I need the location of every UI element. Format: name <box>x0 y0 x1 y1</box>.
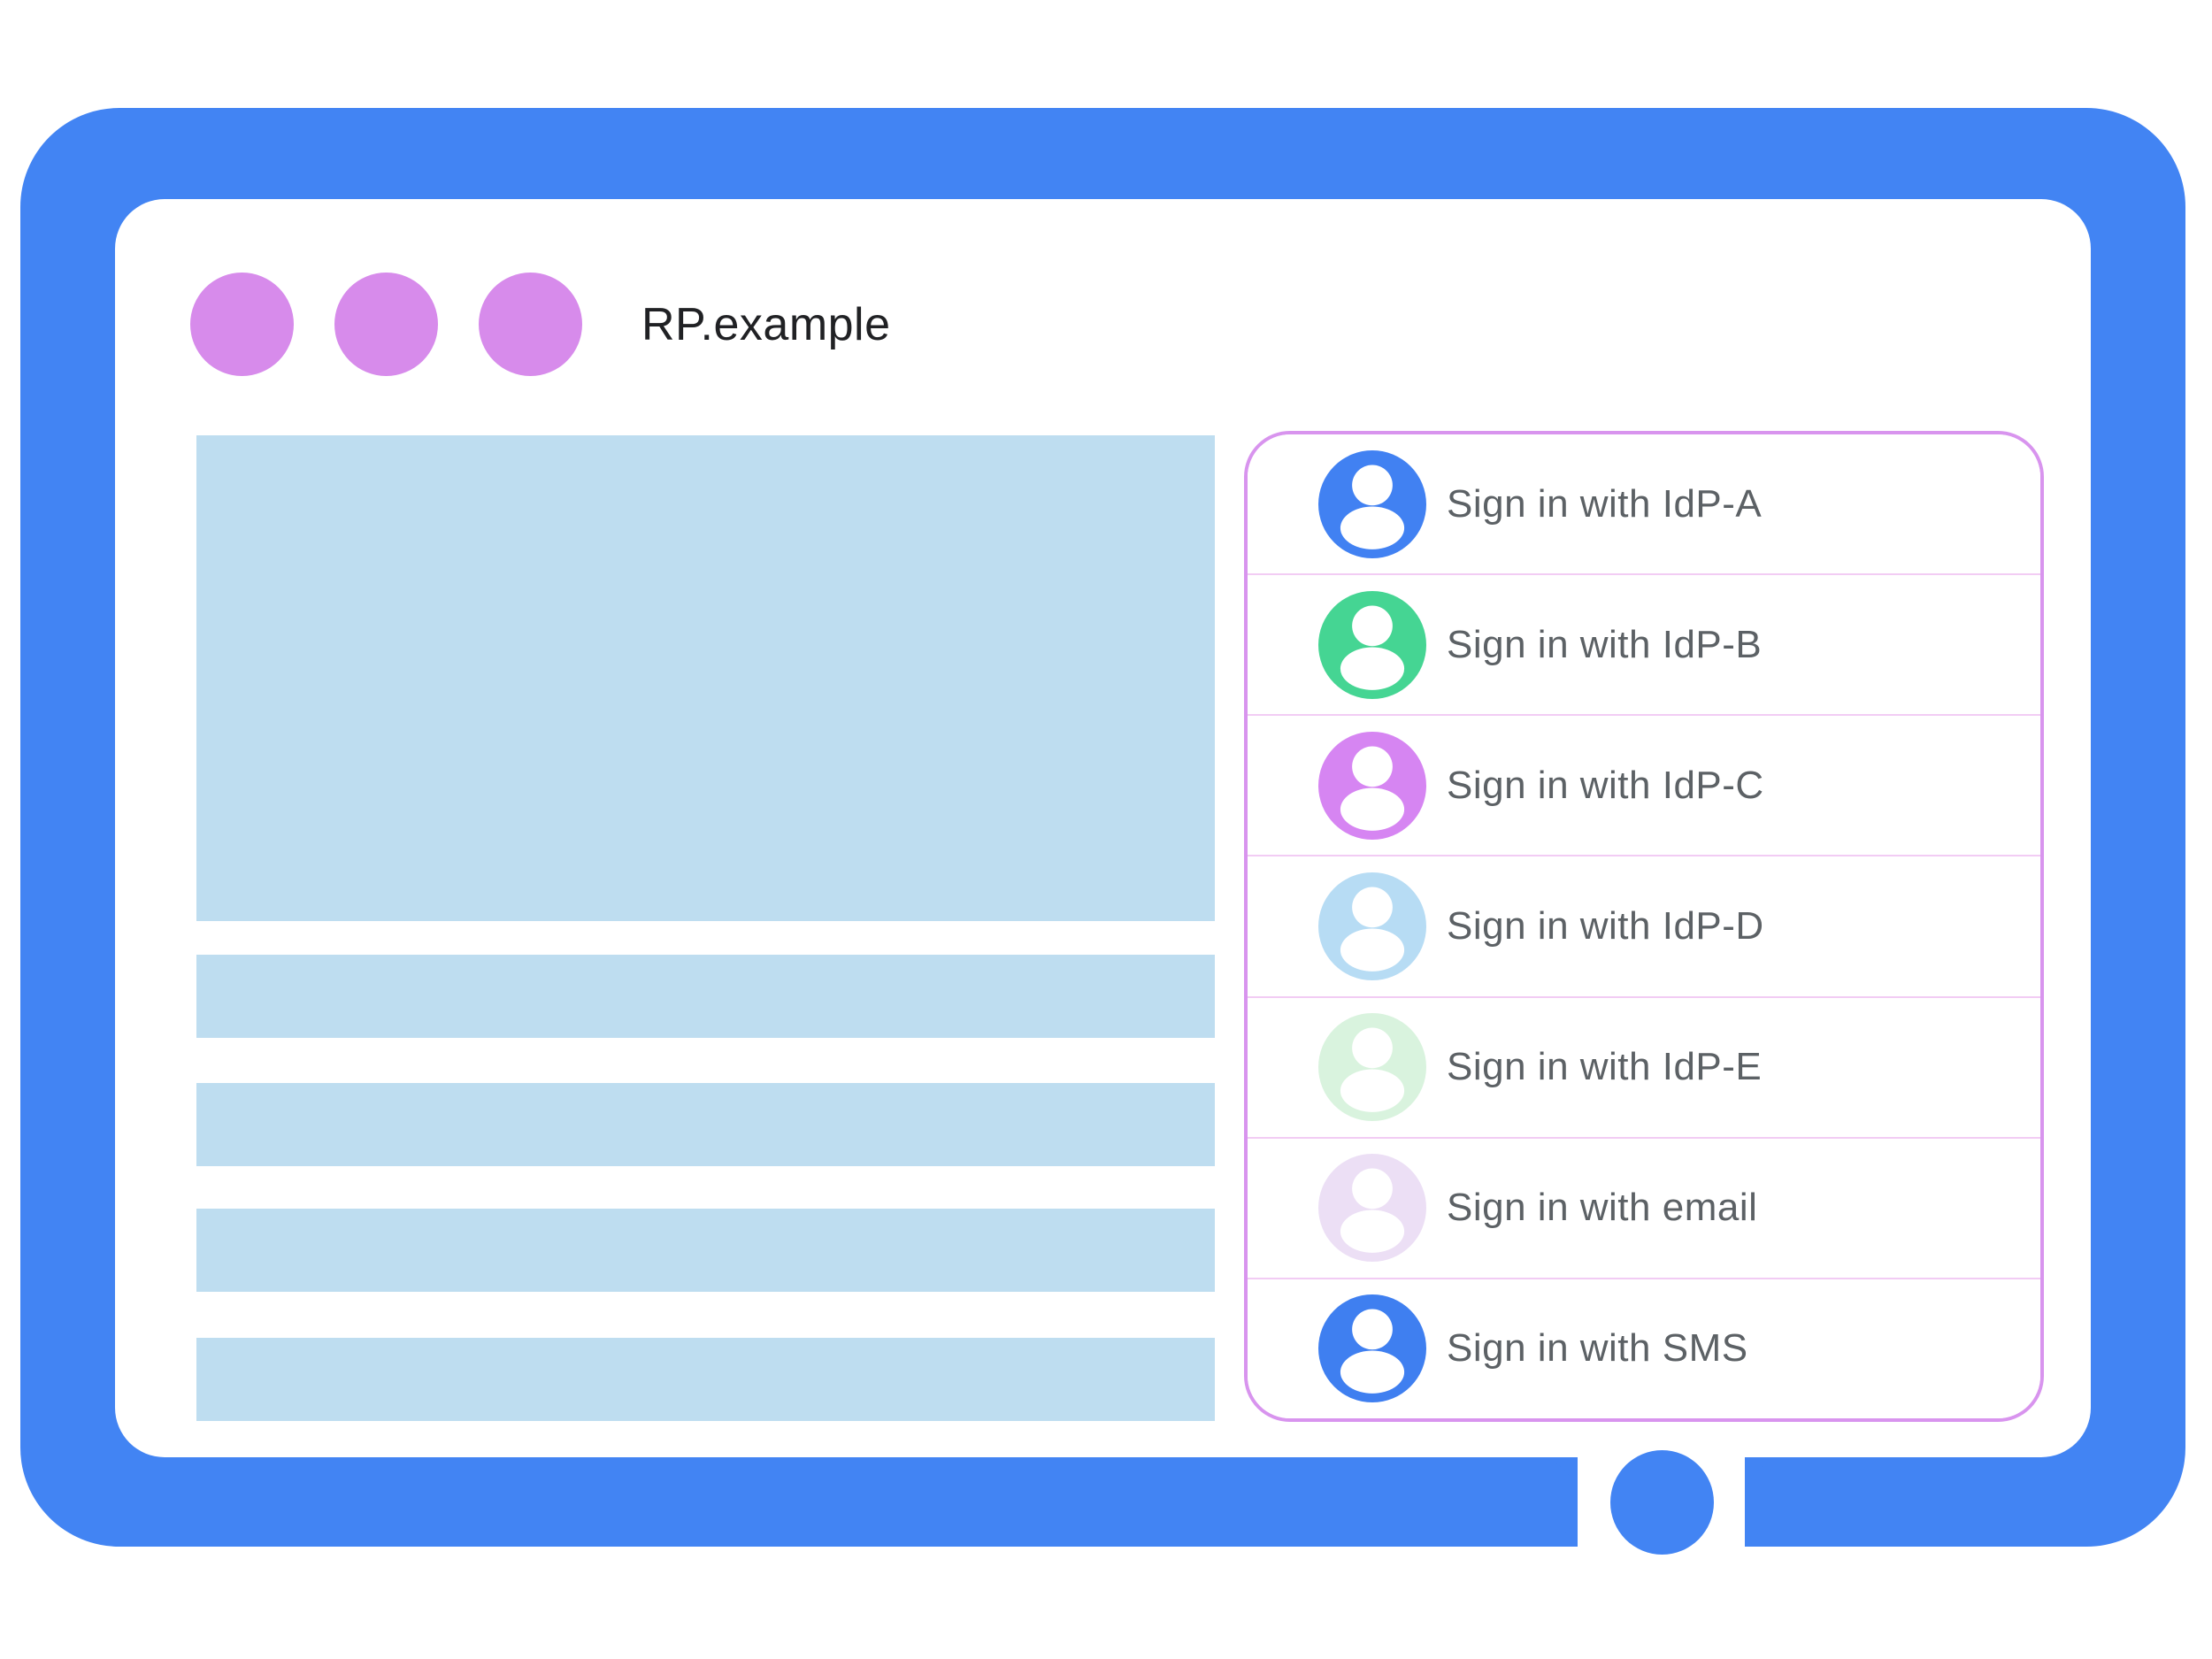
signin-option-row[interactable]: Sign in with IdP-A <box>1248 434 2040 574</box>
signin-option-row[interactable]: Sign in with SMS <box>1248 1277 2040 1418</box>
window-control-dot-icon <box>190 273 294 376</box>
person-icon <box>1318 449 1426 558</box>
signin-option-label: Sign in with IdP-E <box>1447 1045 1763 1089</box>
signin-option-row[interactable]: Sign in with IdP-E <box>1248 995 2040 1137</box>
signin-option-row[interactable]: Sign in with IdP-B <box>1248 573 2040 715</box>
person-icon <box>1318 1154 1426 1263</box>
signin-option-label: Sign in with IdP-D <box>1447 903 1764 948</box>
content-placeholder-line <box>196 1209 1215 1292</box>
content-placeholder-line <box>196 955 1215 1038</box>
content-placeholder-hero <box>196 435 1215 921</box>
signin-option-label: Sign in with IdP-A <box>1447 481 1763 526</box>
signin-option-label: Sign in with IdP-C <box>1447 763 1764 807</box>
signin-option-label: Sign in with email <box>1447 1186 1758 1230</box>
page-title: RP.example <box>641 298 891 350</box>
content-placeholder-line <box>196 1338 1215 1421</box>
signin-option-row[interactable]: Sign in with email <box>1248 1136 2040 1278</box>
person-icon <box>1318 590 1426 699</box>
person-icon <box>1318 1013 1426 1122</box>
person-icon <box>1318 1294 1426 1403</box>
signin-option-label: Sign in with SMS <box>1447 1326 1748 1371</box>
person-icon <box>1318 872 1426 980</box>
window-control-dot-icon <box>334 273 438 376</box>
signin-option-row[interactable]: Sign in with IdP-C <box>1248 714 2040 856</box>
window-control-dot-icon <box>479 273 582 376</box>
bottom-bar-left-cap <box>1460 1457 1578 1547</box>
person-icon <box>1318 731 1426 840</box>
signin-options-panel: Sign in with IdP-A Sign in with IdP-B Si… <box>1244 431 2044 1422</box>
home-button <box>1610 1450 1714 1555</box>
signin-option-label: Sign in with IdP-B <box>1447 622 1763 666</box>
signin-option-row[interactable]: Sign in with IdP-D <box>1248 855 2040 996</box>
bottom-bar-right-cap <box>1745 1457 1863 1547</box>
content-placeholder-line <box>196 1083 1215 1166</box>
